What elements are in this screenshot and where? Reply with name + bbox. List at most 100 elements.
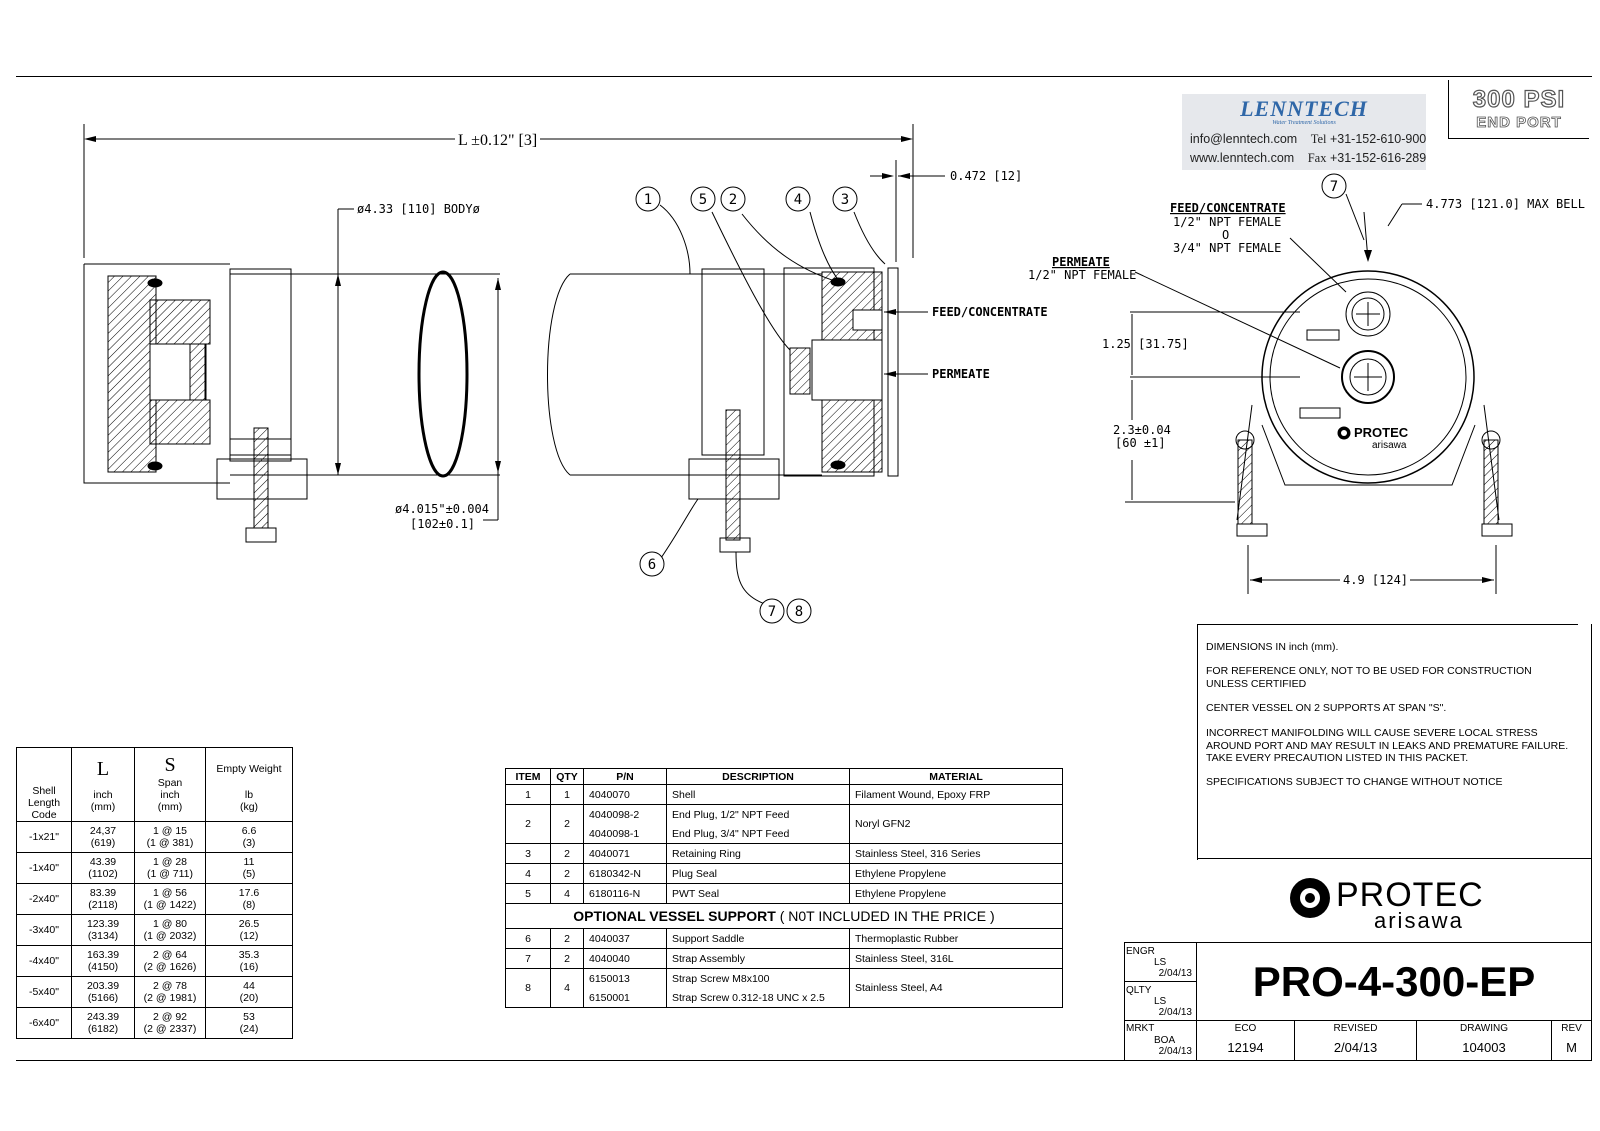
col-span: S Span inch (mm) bbox=[134, 747, 206, 822]
logo-fax-label: Fax bbox=[1307, 151, 1327, 165]
notes-panel: DIMENSIONS IN inch (mm). FOR REFERENCE O… bbox=[1197, 624, 1578, 860]
permeate-line1: 1/2" NPT FEMALE bbox=[1028, 268, 1136, 282]
bore-dia-label-1: ø4.015"±0.004 bbox=[395, 502, 489, 516]
revised-label: REVISED bbox=[1333, 1023, 1378, 1034]
balloon-6: 6 bbox=[639, 551, 665, 577]
protec-logo-mark-icon bbox=[1290, 878, 1330, 918]
notes-right-border bbox=[1591, 624, 1592, 1060]
logo-brand: LENNTECH bbox=[1240, 96, 1368, 121]
balloon-1: 1 bbox=[635, 186, 661, 212]
permeate-label: PERMEATE bbox=[932, 367, 990, 381]
logo-email: info@lenntech.com bbox=[1190, 132, 1298, 146]
balloon-2: 2 bbox=[720, 186, 746, 212]
table-row: -1x40" 43.39(1102) 1 @ 28(1 @ 711) 11(5) bbox=[16, 852, 293, 884]
balloon-8: 8 bbox=[786, 598, 812, 624]
end-view-label-brand: PROTEC bbox=[1354, 425, 1409, 440]
mrkt-date: 2/04/13 bbox=[1158, 1046, 1192, 1057]
length-table: Shell Length Code L inch (mm) S Span inc… bbox=[16, 747, 293, 1039]
protec-logo-text: PROTEC bbox=[1336, 876, 1484, 914]
feed-line3: 3/4" NPT FEMALE bbox=[1173, 241, 1281, 255]
drawing-title: PRO-4-300-EP bbox=[1252, 958, 1536, 1005]
feed-line1: 1/2" NPT FEMALE bbox=[1173, 215, 1281, 229]
mrkt-label: MRKT bbox=[1126, 1023, 1155, 1034]
balloon-5: 5 bbox=[690, 186, 716, 212]
end-view-annotations: FEED/CONCENTRATE 1/2" NPT FEMALE O 3/4" … bbox=[1028, 173, 1585, 594]
max-bell-label: 4.773 [121.0] MAX BELL bbox=[1426, 197, 1585, 211]
note-5: SPECIFICATIONS SUBJECT TO CHANGE WITHOUT… bbox=[1206, 776, 1503, 788]
svg-text:1: 1 bbox=[644, 192, 652, 208]
end-dimension: 0.472 [12] bbox=[870, 160, 1022, 262]
length-dimension: L ±0.12" [3] bbox=[83, 124, 914, 258]
note-1: DIMENSIONS IN inch (mm). bbox=[1206, 641, 1339, 653]
vessel-right-section bbox=[547, 267, 899, 553]
end-view-label-sub: arisawa bbox=[1372, 440, 1407, 451]
balloon-3: 3 bbox=[832, 186, 858, 212]
logo-tel: +31-152-610-900 bbox=[1329, 132, 1427, 146]
dim-23-label-a: 2.3±0.04 bbox=[1113, 423, 1171, 437]
qlty-label: QLTY bbox=[1126, 985, 1152, 996]
col-length: L inch (mm) bbox=[71, 747, 135, 822]
lenntech-logo: LENNTECH Water Treatment Solutions info@… bbox=[1182, 94, 1426, 170]
rev-value: M bbox=[1566, 1040, 1577, 1055]
table-row: -2x40" 83.39(2118) 1 @ 56(1 @ 1422) 17.6… bbox=[16, 883, 293, 915]
balloon-4: 4 bbox=[785, 186, 811, 212]
bore-dia-label-2: [102±0.1] bbox=[410, 517, 475, 531]
revised-value: 2/04/13 bbox=[1333, 1040, 1378, 1055]
note-3: CENTER VESSEL ON 2 SUPPORTS AT SPAN "S". bbox=[1206, 702, 1447, 714]
length-dim-label: L ±0.12" [3] bbox=[458, 132, 537, 149]
permeate-title: PERMEATE bbox=[1052, 255, 1110, 269]
port-labels: FEED/CONCENTRATE PERMEATE bbox=[884, 305, 1048, 381]
balloon-leaders bbox=[659, 204, 886, 609]
protec-logo: PROTEC arisawa bbox=[1290, 872, 1510, 933]
qlty-name: LS bbox=[1154, 996, 1167, 1007]
optional-title: OPTIONAL VESSEL SUPPORT bbox=[573, 908, 776, 924]
table-row: -1x21" 24,37(619) 1 @ 15(1 @ 381) 6.6(3) bbox=[16, 821, 293, 853]
logo-contact-row-2: www.lenntech.com Fax +31-152-616-289 bbox=[1190, 151, 1426, 166]
dim-23-label-b: [60 ±1] bbox=[1115, 436, 1166, 450]
notes-divider bbox=[1197, 858, 1592, 859]
table-row: -4x40" 163.39(4150) 2 @ 64(2 @ 1626) 35.… bbox=[16, 945, 293, 977]
col-weight: Empty Weight lb (kg) bbox=[205, 747, 293, 822]
svg-text:3: 3 bbox=[841, 192, 849, 208]
title-block: ENGR LS 2/04/13 QLTY LS 2/04/13 MRKT BOA… bbox=[1124, 942, 1591, 1060]
eco-label: ECO bbox=[1234, 1023, 1257, 1034]
dim-49-label: 4.9 [124] bbox=[1343, 573, 1408, 587]
diameter-dimensions: ø4.33 [110] BODYø ø4.015"±0.004 [102±0.1… bbox=[335, 202, 501, 531]
end-view bbox=[1235, 270, 1513, 537]
feed-concentrate-label: FEED/CONCENTRATE bbox=[932, 305, 1048, 319]
svg-text:2: 2 bbox=[729, 192, 737, 208]
drawing-value: 104003 bbox=[1462, 1040, 1506, 1055]
svg-text:4: 4 bbox=[794, 192, 802, 208]
logo-web: www.lenntech.com bbox=[1190, 151, 1295, 165]
table-row: -6x40" 243.39(6182) 2 @ 92(2 @ 2337) 53(… bbox=[16, 1007, 293, 1039]
engr-name: LS bbox=[1154, 957, 1167, 968]
balloon-7: 7 bbox=[759, 598, 785, 624]
border-bottom-line bbox=[16, 1060, 1592, 1061]
engr-date: 2/04/13 bbox=[1158, 968, 1192, 979]
optional-note: ( N0T INCLUDED IN THE PRICE ) bbox=[779, 908, 995, 924]
logo-fax: +31-152-616-289 bbox=[1329, 151, 1427, 165]
logo-tagline: Water Treatment Solutions bbox=[1272, 120, 1336, 126]
table-row: -3x40" 123.39(3134) 1 @ 80(1 @ 2032) 26.… bbox=[16, 914, 293, 946]
end-view-balloon-7: 7 bbox=[1330, 179, 1338, 195]
optional-support-row: OPTIONAL VESSEL SUPPORT ( N0T INCLUDED I… bbox=[505, 903, 1063, 929]
logo-contact-row-1: info@lenntech.com Tel +31-152-610-900 bbox=[1190, 132, 1426, 147]
svg-text:6: 6 bbox=[648, 557, 656, 573]
end-dim-label: 0.472 [12] bbox=[950, 169, 1022, 183]
qlty-date: 2/04/13 bbox=[1158, 1007, 1192, 1018]
col-shell: Shell Length Code bbox=[16, 747, 72, 822]
protec-logo-subtext: arisawa bbox=[1374, 908, 1464, 933]
drawing-label: DRAWING bbox=[1460, 1023, 1508, 1034]
svg-text:7: 7 bbox=[768, 604, 776, 620]
table-row: -5x40" 203.39(5166) 2 @ 78(2 @ 1981) 44(… bbox=[16, 976, 293, 1008]
feed-line2: O bbox=[1222, 228, 1229, 242]
